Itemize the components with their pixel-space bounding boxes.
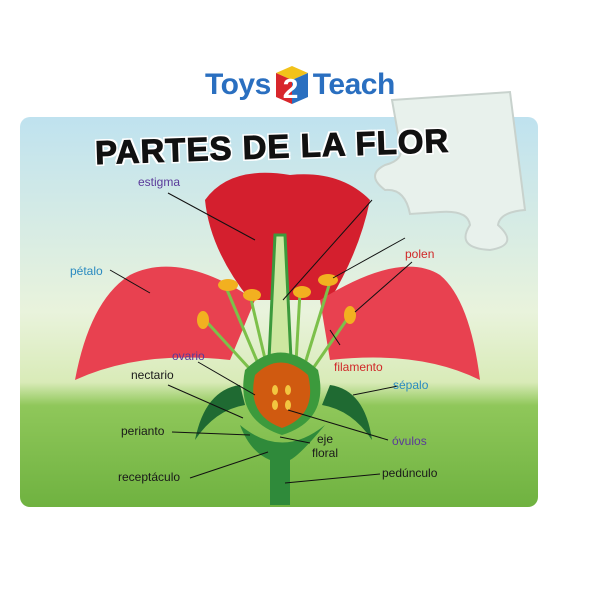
label-ovario: ovario <box>172 349 205 363</box>
brand-word-toys: Toys <box>205 68 271 101</box>
label-eje: eje <box>317 432 334 446</box>
label-estigma: estigma <box>138 175 181 189</box>
brand-logo: Toys 2 Teach <box>205 60 395 110</box>
label-ovulos: óvulos <box>392 434 427 448</box>
label-floral: floral <box>312 446 339 460</box>
brand-word-teach: Teach <box>312 68 395 101</box>
brand-cube-icon: 2 <box>274 64 310 106</box>
loose-puzzle-piece[interactable] <box>374 90 527 252</box>
brand-number: 2 <box>282 73 299 104</box>
sepals <box>195 385 372 440</box>
label-receptaculo: receptáculo <box>118 470 181 484</box>
label-petalo: pétalo <box>70 264 103 278</box>
label-filamento: filamento <box>334 360 383 374</box>
petals <box>75 172 480 380</box>
label-polen: polen <box>405 247 435 261</box>
label-pedunculo: pedúnculo <box>382 466 438 480</box>
label-perianto: perianto <box>121 424 165 438</box>
label-sepalo: sépalo <box>393 378 429 392</box>
label-nectario: nectario <box>131 368 174 382</box>
receptacle <box>240 425 325 505</box>
leader-lines <box>109 192 413 484</box>
